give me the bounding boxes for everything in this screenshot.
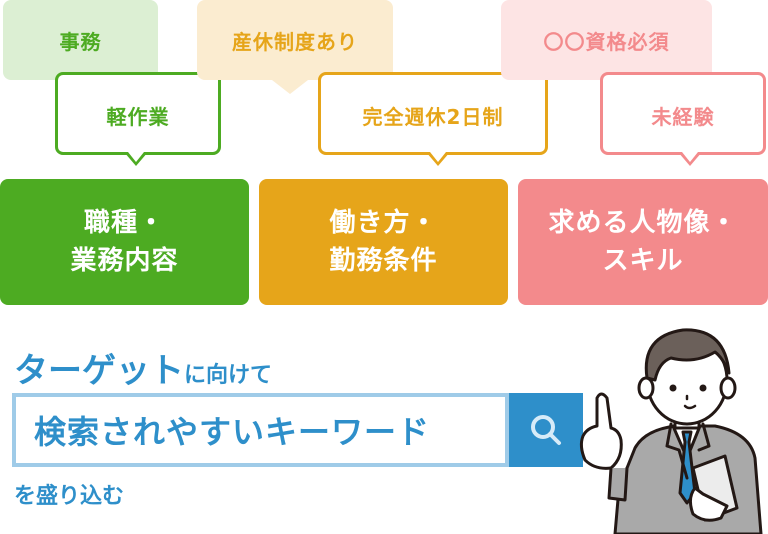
search-icon: [531, 415, 561, 445]
businessman-illustration: [579, 328, 763, 534]
heading: ターゲットに向けて: [14, 343, 272, 392]
heading-suffix: に向けて: [184, 363, 273, 388]
bubble-sankyu: 産休制度あり: [197, 0, 393, 80]
bubble-shikaku: 〇〇資格必須: [501, 0, 712, 80]
bubble-mikeiken: 未経験: [600, 72, 766, 155]
category-job-type: 職種・ 業務内容: [0, 179, 249, 305]
search-value: 検索されやすいキーワード: [34, 413, 431, 451]
search-button[interactable]: [509, 393, 583, 467]
bubble-kanzen-shukyu: 完全週休2日制: [318, 72, 548, 155]
category-line: スキル: [602, 246, 684, 276]
subtext: を盛り込む: [14, 484, 125, 509]
bubble-jimu: 事務: [3, 0, 158, 80]
category-line: 職種・: [83, 208, 165, 238]
category-line: 働き方・: [329, 208, 438, 238]
heading-target: ターゲット: [14, 351, 184, 391]
bubble-keisagyo: 軽作業: [55, 72, 221, 155]
bubble-tail: [272, 80, 308, 94]
search-input[interactable]: 検索されやすいキーワード: [12, 393, 509, 467]
category-work-style: 働き方・ 勤務条件: [259, 179, 508, 305]
bubble-tail-inner: [430, 152, 446, 162]
category-line: 業務内容: [70, 246, 179, 276]
category-ideal-candidate: 求める人物像・ スキル: [518, 179, 768, 305]
category-line: 勤務条件: [329, 246, 438, 276]
bubble-tail-inner: [682, 152, 698, 162]
bubble-tail-inner: [128, 152, 144, 162]
category-line: 求める人物像・: [548, 208, 738, 238]
